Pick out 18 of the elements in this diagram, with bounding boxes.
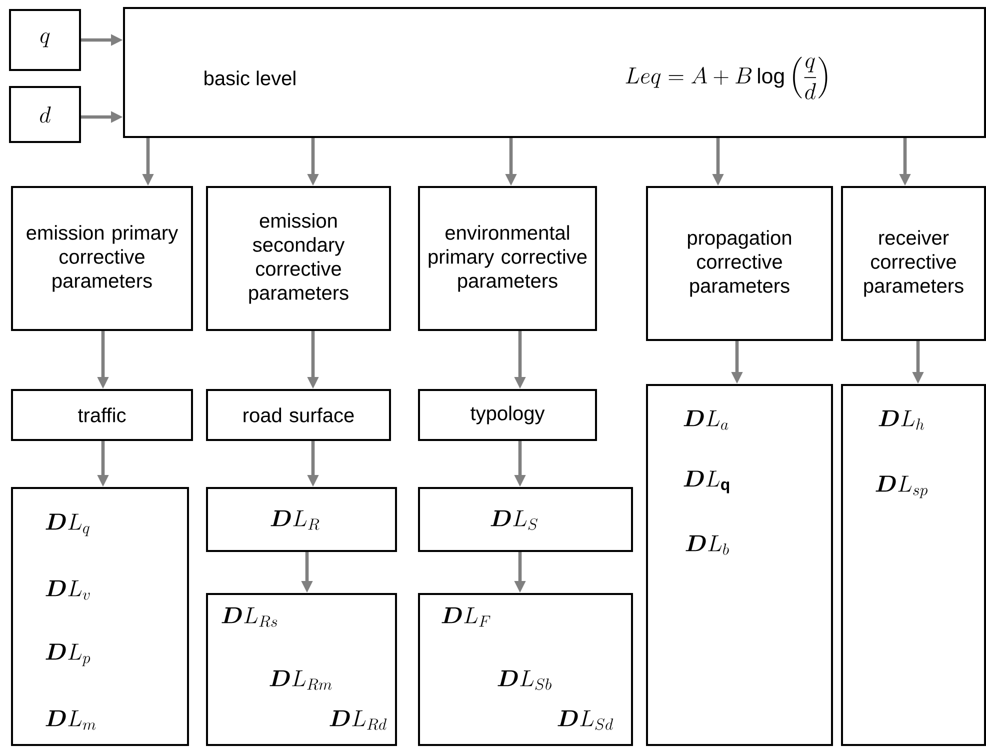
parameter-box: emission primary corrective parameters	[11, 186, 193, 331]
parameter-box: emission secondary corrective parameters	[206, 186, 391, 331]
parameter-list-box: $\bm{D}L_{R}$	[206, 487, 397, 552]
parameter-box: environmental primary corrective parameters	[418, 186, 597, 331]
parameter-box: traffic	[11, 389, 193, 441]
parameter-box: receiver corrective parameters	[841, 186, 986, 341]
parameter-list-box: $\bm{D}L_{h}$ $\bm{D}L_{sp}$	[841, 384, 986, 746]
parameter-list-box: $\bm{D}L_{q}$ $\bm{D}L_{v}$ $\bm{D}L_{p}$ $\bm{D}L_{m}$	[11, 487, 189, 746]
parameter-box: road surface	[206, 389, 391, 441]
parameter-list-box: $\bm{D}L_{a}$ $\bm{D}L_{\mathbf{q}}$ $\bm{D}L_{b}$	[646, 384, 833, 746]
parameter-list-box: $\bm{D}L_{F}$ $\bm{D}L_{Sb}$ $\bm{D}L_{Sd}$	[418, 593, 633, 746]
basic-level-box: basic level $Leq = A + B\log\left(\frac{q}{d}\right)$	[123, 7, 986, 138]
parameter-list-box: $\bm{D}L_{S}$	[418, 487, 633, 552]
variable-box: $d$	[9, 86, 81, 143]
parameter-box: typology	[418, 389, 597, 441]
parameter-list-box: $\bm{D}L_{Rs}$ $\bm{D}L_{Rm}$ $\bm{D}L_{Rd}$	[206, 593, 397, 746]
parameter-box: propagation corrective parameters	[646, 186, 833, 341]
variable-box: $q$	[9, 9, 81, 71]
